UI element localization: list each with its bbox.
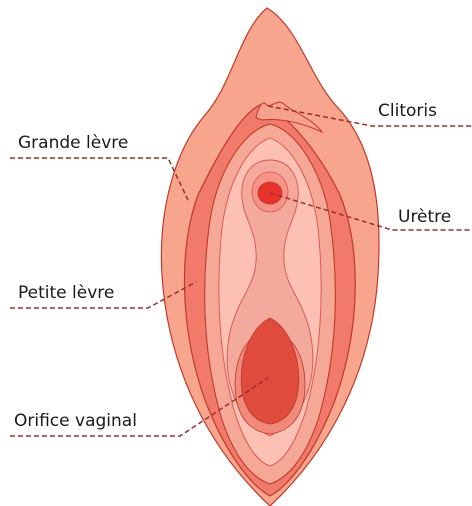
label-uretre: Urètre <box>398 207 451 227</box>
label-petite-levre: Petite lèvre <box>18 283 114 303</box>
leader-grande-levre <box>10 158 188 200</box>
label-clitoris: Clitoris <box>378 101 437 121</box>
label-orifice-vaginal: Orifice vaginal <box>14 411 137 431</box>
label-grande-levre: Grande lèvre <box>18 133 128 153</box>
